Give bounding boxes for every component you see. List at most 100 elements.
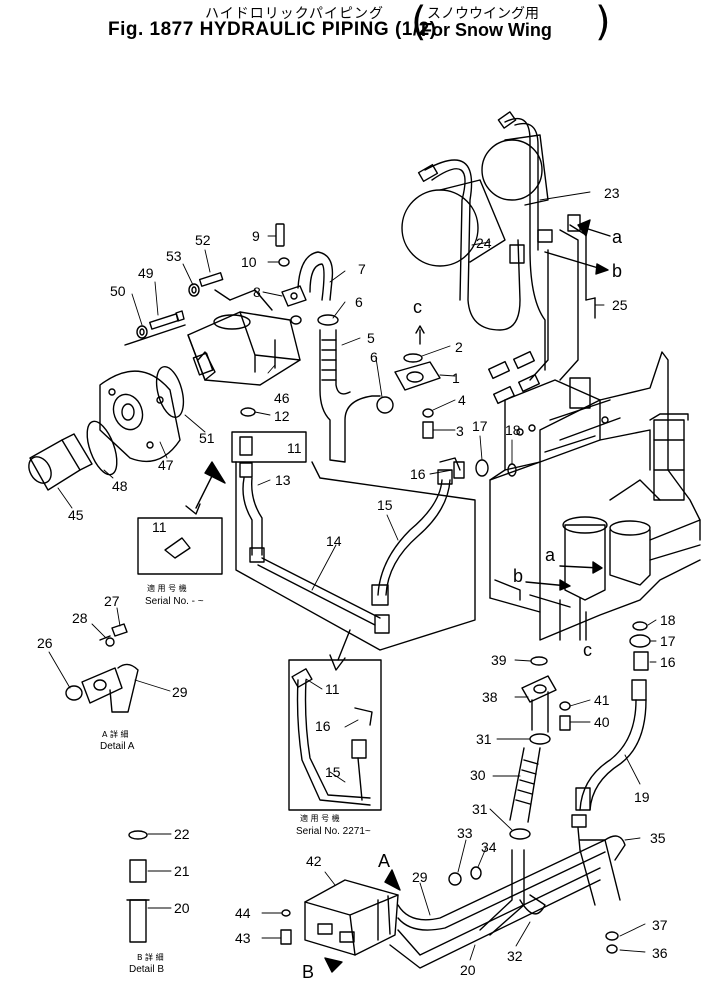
part-number: 50 (110, 283, 126, 299)
detail-b-caption-jp: B 詳 細 (137, 952, 164, 962)
part-number: 13 (275, 472, 291, 488)
ref-letter-b: b (612, 261, 622, 281)
part-number: 3 (456, 423, 464, 439)
part-number: 17 (472, 418, 488, 434)
part-number: 1 (452, 370, 460, 386)
pressure-piping (137, 407, 476, 811)
detail-a-drawing (65, 623, 139, 713)
part-number: 41 (594, 692, 610, 708)
part-number: 48 (112, 478, 128, 494)
part-number: 22 (174, 826, 190, 842)
serial-box-left (137, 517, 223, 575)
pump-assembly (28, 272, 301, 491)
part-number: 34 (481, 839, 497, 855)
ref-letter-b: b (513, 566, 523, 586)
part-number: 20 (460, 962, 476, 978)
part-number: 9 (252, 228, 260, 244)
part-number: 31 (476, 731, 492, 747)
arrow-label-b: B (302, 962, 314, 982)
subtitle-block: ( スノウウイング用 For Snow Wing ) (411, 0, 611, 45)
arrow-label-a: A (378, 851, 390, 871)
part-number: 40 (594, 714, 610, 730)
part-number: 16 (315, 718, 331, 734)
part-number: 2 (455, 339, 463, 355)
part-number: 43 (235, 930, 251, 946)
leader-lines (48, 191, 657, 961)
part-number: 45 (68, 507, 84, 523)
part-number: 16 (660, 654, 676, 670)
subtitle: For Snow Wing (421, 20, 552, 40)
transmission-housing (489, 351, 701, 641)
part-number: 47 (158, 457, 174, 473)
part-number: 19 (634, 789, 650, 805)
serial-caption: Serial No. - ~ (145, 596, 204, 607)
part-number: 20 (174, 900, 190, 916)
suction-pipe (275, 223, 441, 463)
part-number-labels: 1 2 3 4 5 6 6 7 8 9 10 11 11 11 12 13 14… (37, 185, 676, 978)
control-valve-piping (280, 219, 651, 973)
part-number: 23 (604, 185, 620, 201)
ref-letter-c: c (583, 640, 592, 660)
part-number: 16 (410, 466, 426, 482)
part-number: 6 (370, 349, 378, 365)
close-paren: ) (595, 0, 611, 45)
open-paren: ( (411, 0, 427, 45)
part-number: 28 (72, 610, 88, 626)
ref-letter-a: a (612, 227, 623, 247)
part-number: 30 (470, 767, 486, 783)
detail-a-caption: Detail A (100, 741, 135, 752)
part-number: 11 (287, 440, 302, 456)
part-number: 27 (104, 593, 120, 609)
part-number: 46 (274, 390, 290, 406)
part-number: 18 (505, 422, 521, 438)
ref-letter-c: c (413, 297, 422, 317)
part-number: 10 (241, 254, 257, 270)
part-number: 14 (326, 533, 342, 549)
part-number: 12 (274, 408, 290, 424)
part-number: 5 (367, 330, 375, 346)
part-number: 33 (457, 825, 473, 841)
reference-letters: a b c a b c A B (302, 227, 623, 982)
part-number: 11 (325, 681, 340, 697)
part-number: 31 (472, 801, 488, 817)
part-number: 32 (507, 948, 523, 964)
serial-caption-jp: 適 用 号 機 (147, 583, 187, 593)
detail-b-caption: Detail B (129, 964, 164, 975)
part-number: 39 (491, 652, 507, 668)
part-number: 24 (476, 235, 492, 251)
part-number: 18 (660, 612, 676, 628)
detail-a-caption-jp: A 詳 細 (102, 729, 129, 739)
part-number: 7 (358, 261, 366, 277)
part-number: 38 (482, 689, 498, 705)
title-japanese: ハイドロリックパイピング (205, 6, 385, 22)
part-number: 17 (660, 633, 676, 649)
part-number: 49 (138, 265, 154, 281)
part-number: 44 (235, 905, 251, 921)
part-number: 25 (612, 297, 628, 313)
captions: 適 用 号 機 Serial No. - ~ 適 用 号 機 Serial No… (100, 583, 371, 975)
part-number: 42 (306, 853, 322, 869)
part-number: 8 (253, 284, 261, 300)
part-number: 15 (325, 764, 341, 780)
serial-box-11 (231, 431, 307, 463)
part-number: 36 (652, 945, 668, 961)
part-number: 37 (652, 917, 668, 933)
subtitle-japanese: スノウウイング用 (427, 6, 539, 22)
part-number: 15 (377, 497, 393, 513)
part-number: 21 (174, 863, 190, 879)
part-number: 51 (199, 430, 215, 446)
part-number: 52 (195, 232, 211, 248)
part-number: 4 (458, 392, 466, 408)
figure-title: Fig. 1877 HYDRAULIC PIPING (1/2) (108, 19, 437, 40)
part-number: 26 (37, 635, 53, 651)
part-number: 29 (172, 684, 188, 700)
part-number: 29 (412, 869, 428, 885)
detail-b-drawing (126, 830, 150, 943)
part-number: 53 (166, 248, 182, 264)
ref-letter-a: a (545, 545, 556, 565)
serial-caption: Serial No. 2271~ (296, 826, 371, 837)
serial-box-2271 (288, 659, 382, 811)
part-number: 6 (355, 294, 363, 310)
